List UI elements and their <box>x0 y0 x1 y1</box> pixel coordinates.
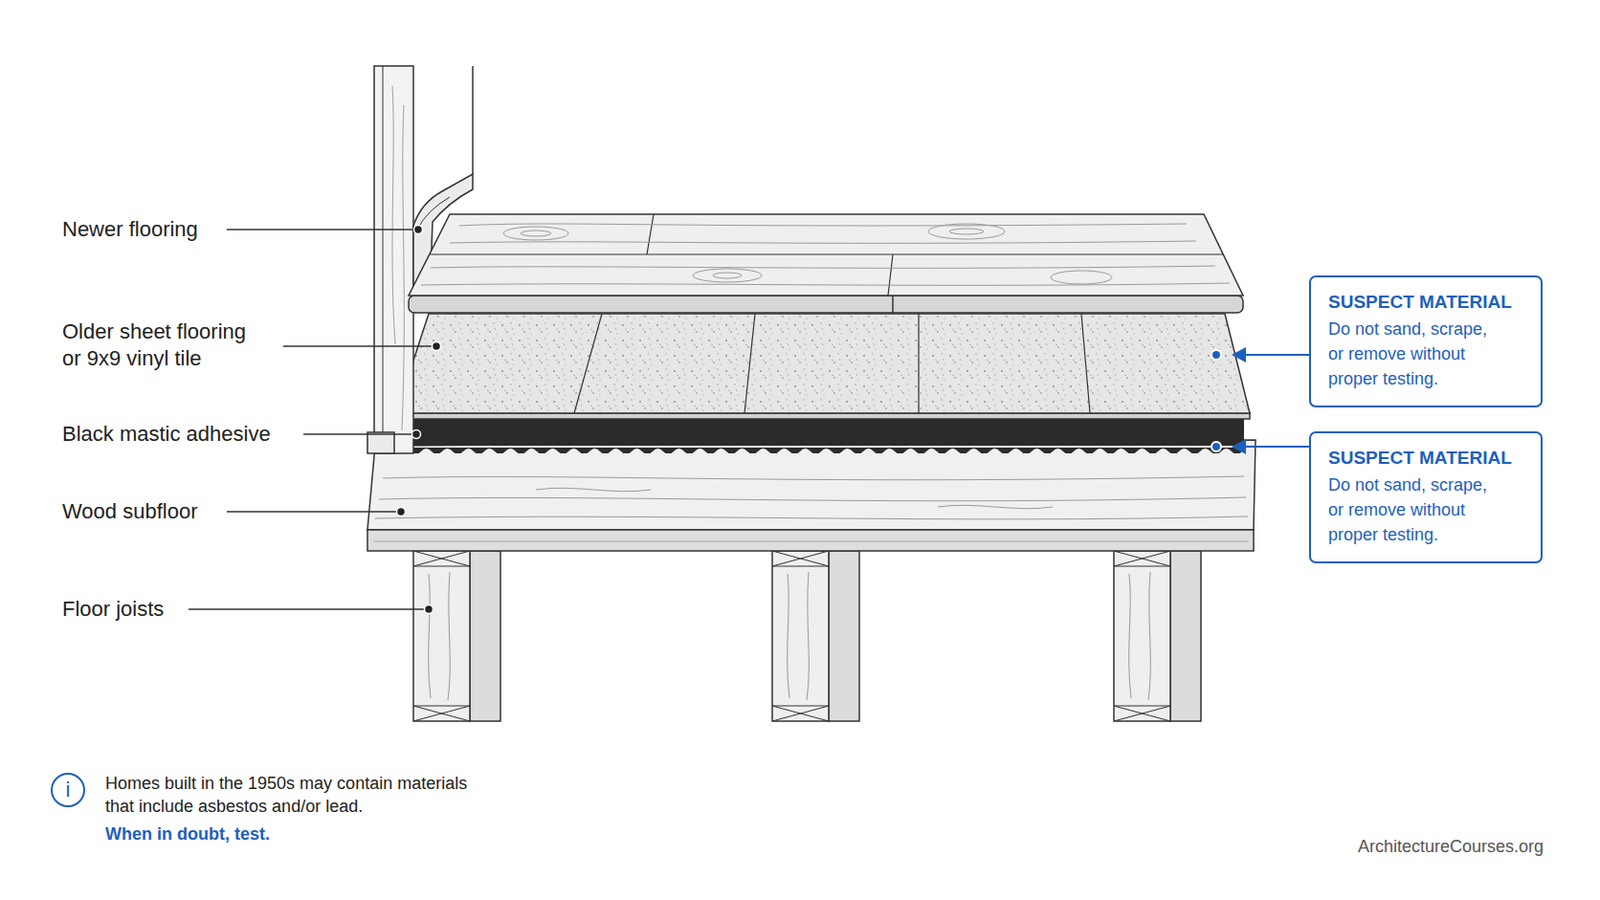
leader-line <box>226 511 401 513</box>
joist <box>772 551 860 722</box>
leader-line <box>303 433 417 436</box>
plank-top <box>408 214 1244 296</box>
end-grain <box>772 551 829 722</box>
joist-face <box>1113 551 1171 722</box>
callout-heading: SUSPECT MATERIAL <box>1328 445 1524 471</box>
wood-grain <box>392 86 404 431</box>
grain-lines <box>421 223 1230 286</box>
stud-line <box>382 66 384 454</box>
arrow-head <box>1231 347 1246 363</box>
callout-heading: SUSPECT MATERIAL <box>1328 289 1524 315</box>
leader-dot <box>414 225 423 235</box>
part-label: Black mastic adhesive <box>62 421 271 448</box>
part-label: Floor joists <box>62 596 164 623</box>
leader-dot <box>424 605 434 615</box>
leader-dot <box>432 342 442 352</box>
arrow-head <box>1231 439 1246 455</box>
leader-dot <box>412 430 422 440</box>
note-text: Homes built in the 1950s may contain mat… <box>105 772 484 819</box>
wood-subfloor <box>367 440 1256 552</box>
wood-grain <box>1129 572 1152 701</box>
plank-edge <box>408 295 1244 313</box>
wood-knot <box>1050 270 1112 285</box>
note-emphasis: When in doubt, test. <box>105 822 270 846</box>
wood-knot <box>692 268 762 283</box>
subfloor-edge <box>367 530 1254 552</box>
wood-knot <box>503 226 569 241</box>
joist-face <box>413 551 470 722</box>
leader-lines <box>188 225 442 615</box>
wood-grain <box>373 541 1249 543</box>
part-label: Newer flooring <box>62 216 199 244</box>
joist <box>413 551 501 722</box>
wall-surface <box>471 66 474 175</box>
leader-line <box>188 608 429 611</box>
joist-side <box>1170 551 1201 722</box>
wood-knot <box>520 230 552 237</box>
callout-dot <box>1211 442 1222 452</box>
callout-arrows <box>1211 347 1310 455</box>
wood-grain <box>787 572 810 701</box>
tile-edge <box>396 413 1250 420</box>
wood-grain <box>421 223 1230 286</box>
plank-seams <box>429 214 1223 296</box>
callout-box: SUSPECT MATERIALDo not sand, scrape, or … <box>1309 275 1543 408</box>
callout-box: SUSPECT MATERIALDo not sand, scrape, or … <box>1309 431 1543 564</box>
floor-joists <box>413 551 1201 722</box>
callout-arrow <box>1242 354 1310 356</box>
part-label: Older sheet flooring or 9x9 vinyl tile <box>62 318 259 373</box>
joist-side <box>469 551 501 722</box>
leader-line <box>226 228 419 231</box>
tile-seams <box>574 313 1090 414</box>
callout-arrow <box>1242 445 1310 448</box>
end-grain <box>1113 551 1171 722</box>
wood-knot <box>928 223 1005 240</box>
mastic-edge <box>407 444 1245 454</box>
vinyl-tile-layer <box>396 313 1250 420</box>
info-icon: i <box>50 773 86 808</box>
part-label: Wood subfloor <box>62 498 198 526</box>
subfloor-top <box>367 440 1256 531</box>
joist <box>1113 551 1201 722</box>
callout-body: Do not sand, scrape, or remove without p… <box>1328 316 1499 392</box>
tile-top <box>396 313 1250 414</box>
watermark: ArchitectureCourses.org <box>1357 835 1544 859</box>
plank-seam <box>891 295 894 313</box>
wood-grain <box>428 572 451 701</box>
wood-knot <box>949 228 984 235</box>
wall-stud <box>374 66 414 454</box>
joist-side <box>828 551 860 722</box>
leader-line <box>283 345 437 348</box>
wood-grain <box>375 476 1248 520</box>
wood-knot <box>712 272 742 279</box>
newer-flooring <box>408 214 1244 313</box>
quarter-round <box>367 432 395 454</box>
icon-letter: i <box>66 779 71 801</box>
end-grain <box>413 551 470 722</box>
callout-dot <box>1211 350 1222 360</box>
leader-dot <box>397 508 406 517</box>
joist-face <box>772 551 829 722</box>
callout-body: Do not sand, scrape, or remove without p… <box>1328 472 1499 548</box>
